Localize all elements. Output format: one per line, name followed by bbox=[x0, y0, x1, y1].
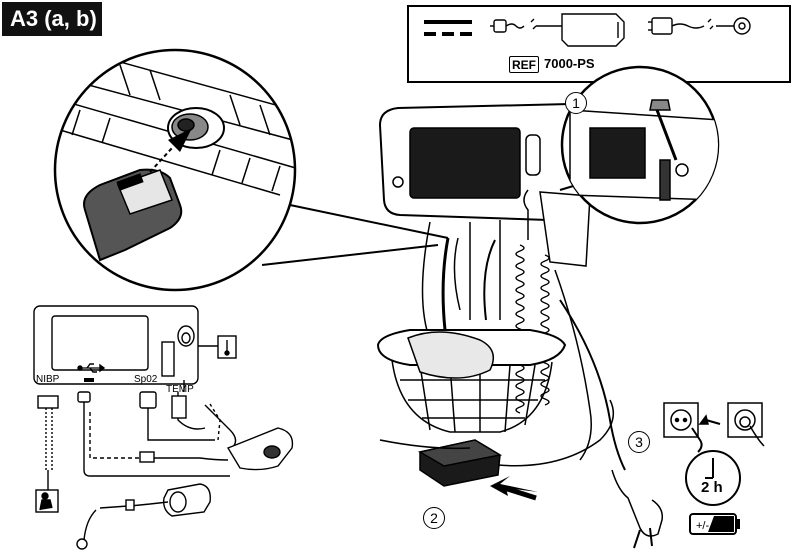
nibp-label: NIBP bbox=[36, 374, 60, 385]
arrow-icon bbox=[490, 476, 538, 496]
step-3-marker: 3 bbox=[628, 431, 650, 453]
ref-tag: REF bbox=[509, 56, 539, 73]
arrow-shaft bbox=[497, 483, 537, 501]
svg-text:+/-: +/- bbox=[696, 520, 709, 532]
callout-leader-top bbox=[289, 204, 449, 239]
usb-icon bbox=[77, 363, 106, 382]
monitor-on-stand bbox=[376, 102, 626, 487]
battery-charging-icon: +/- bbox=[689, 513, 740, 535]
arrow-icon bbox=[149, 128, 192, 173]
clock-icon bbox=[685, 450, 741, 506]
power-supply-icon bbox=[490, 13, 625, 47]
dc-power-symbol bbox=[424, 20, 472, 36]
spo2-label: Sp02 bbox=[134, 374, 158, 385]
mount-zoom-callout bbox=[559, 65, 720, 225]
connector-zoom-callout bbox=[53, 48, 297, 292]
device-schematic bbox=[33, 305, 294, 550]
patient-icon bbox=[35, 489, 59, 513]
power-plug bbox=[611, 469, 664, 549]
callout-leader-bottom bbox=[261, 244, 439, 266]
ac-cable-icon bbox=[648, 17, 751, 35]
accessory-panel bbox=[407, 5, 791, 83]
ref-number: 7000-PS bbox=[544, 56, 595, 71]
temp-label: TEMP bbox=[166, 384, 194, 395]
charge-time-label: 2 h bbox=[701, 479, 723, 496]
thermometer-icon bbox=[217, 335, 237, 359]
step-2-marker: 2 bbox=[423, 507, 445, 529]
step-1-marker: 1 bbox=[565, 92, 587, 114]
wall-outlet-icon bbox=[663, 402, 765, 453]
figure-badge: A3 (a, b) bbox=[2, 2, 102, 36]
